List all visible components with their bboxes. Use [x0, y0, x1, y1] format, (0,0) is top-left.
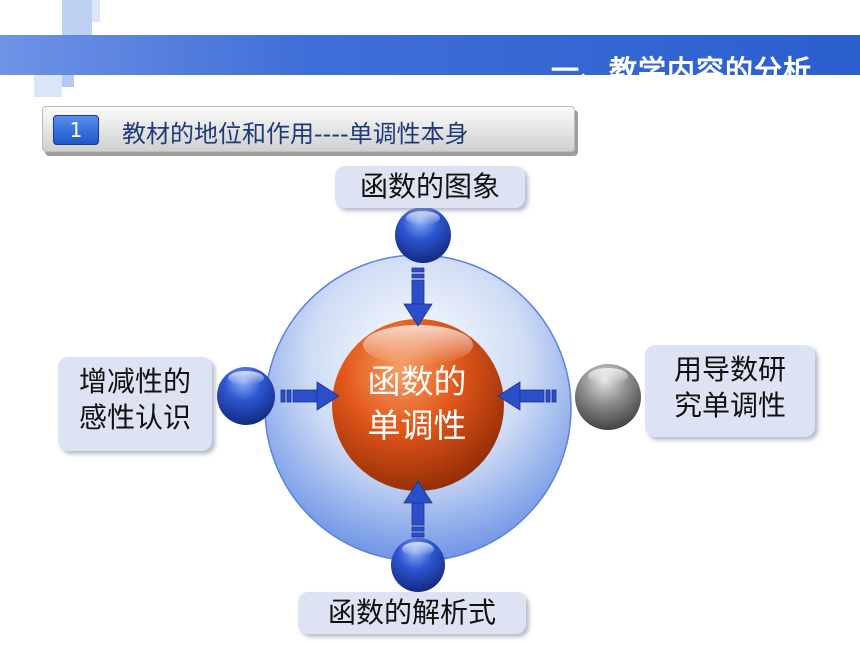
center-sphere-shine — [363, 325, 473, 365]
top-sphere — [395, 207, 451, 263]
label-right-line1: 用导数研 — [673, 353, 786, 386]
section-heading: 教材的地位和作用----单调性本身 — [122, 120, 469, 148]
label-top-text: 函数的图象 — [359, 170, 500, 203]
left-sphere — [217, 367, 275, 425]
label-bottom: 函数的解析式 — [298, 592, 526, 634]
center-label-line2: 单调性 — [367, 406, 467, 445]
arrow-left — [497, 381, 557, 411]
section-number: 1 — [53, 115, 99, 145]
center-label: 函数的 单调性 — [334, 360, 500, 448]
center-sphere — [332, 319, 504, 491]
page-title: 一、教学内容的分析 — [550, 54, 812, 87]
arrow-right — [280, 381, 340, 411]
bottom-sphere — [391, 538, 445, 592]
label-left: 增减性的 感性认识 — [58, 357, 212, 451]
label-right: 用导数研 究单调性 — [645, 345, 815, 437]
header-band — [0, 35, 860, 75]
label-right-line2: 究单调性 — [673, 389, 786, 422]
label-bottom-text: 函数的解析式 — [327, 596, 496, 629]
section-bar: 1 教材的地位和作用----单调性本身 — [42, 106, 575, 152]
label-left-line1: 增减性的 — [78, 365, 191, 398]
arrow-up — [403, 480, 433, 538]
label-left-line2: 感性认识 — [78, 401, 191, 434]
right-sphere — [575, 364, 641, 430]
center-label-line1: 函数的 — [367, 362, 467, 401]
arrow-down — [403, 267, 433, 327]
label-top: 函数的图象 — [335, 166, 525, 208]
